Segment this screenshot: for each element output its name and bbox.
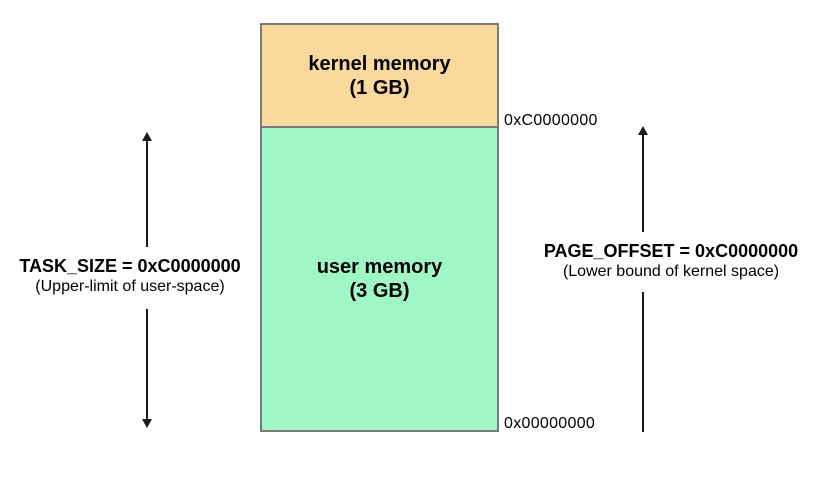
user-memory-label: user memory	[316, 256, 443, 278]
kernel-memory-size: (1 GB)	[349, 76, 410, 99]
page-offset-arrow-lower-line	[642, 292, 644, 432]
task-size-arrow-upper-line	[146, 140, 148, 247]
task-size-arrow-up-icon	[142, 132, 152, 141]
task-size-arrow-down-icon	[142, 419, 152, 428]
page-offset-arrow-upper-line	[642, 134, 644, 232]
task-size-annotation: TASK_SIZE = 0xC0000000 (Upper-limit of u…	[2, 255, 258, 297]
boundary-address-label: 0xC0000000	[504, 112, 598, 129]
page-offset-arrow-up-icon	[638, 126, 648, 135]
task-size-arrow-lower-line	[146, 309, 148, 420]
user-memory-size: (3 GB)	[349, 280, 410, 302]
page-offset-annotation: PAGE_OFFSET = 0xC0000000 (Lower bound of…	[518, 240, 824, 282]
page-offset-subtitle: (Lower bound of kernel space)	[562, 263, 780, 280]
kernel-memory-box: kernel memory (1 GB)	[260, 23, 499, 128]
bottom-address-label: 0x00000000	[504, 415, 596, 432]
kernel-memory-label: kernel memory	[308, 52, 451, 75]
page-offset-title: PAGE_OFFSET = 0xC0000000	[543, 241, 799, 261]
memory-column: kernel memory (1 GB) user memory (3 GB)	[260, 23, 499, 432]
task-size-subtitle: (Upper-limit of user-space)	[35, 278, 225, 295]
user-memory-box: user memory (3 GB)	[260, 126, 499, 432]
task-size-title: TASK_SIZE = 0xC0000000	[19, 256, 241, 276]
